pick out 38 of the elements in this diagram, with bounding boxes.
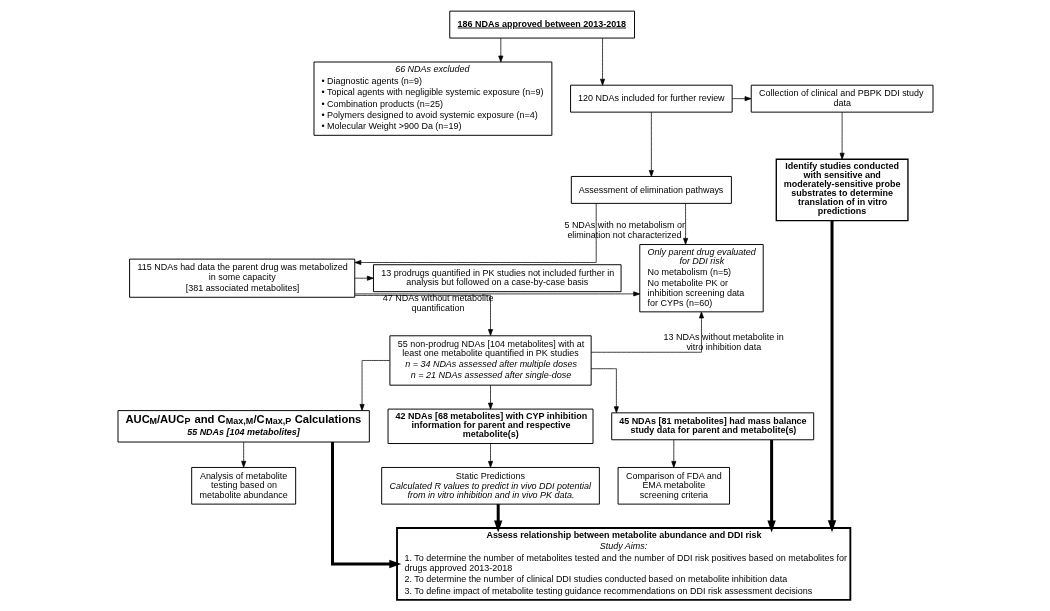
arrow (487, 443, 493, 468)
arrow (648, 111, 654, 177)
arrow (670, 439, 676, 468)
arrow (827, 220, 836, 533)
node-box: Assess relationship between metabolite abundance and DDI risk Study Aims: 1. To determine the number of metabolites tested and the number of DDI risk positives based on metabolites for drugs approved 2013-2018 2. To determine the number of clinical DDI studies conducted based on metabolite inhibition data 3. To define impact of metabolite testing guidance recommendations on DDI risk assessment decisions (395, 527, 851, 601)
node-box: Collection of clinical and PBPK DDI study data (750, 84, 933, 113)
arrow (353, 291, 640, 297)
node-box: Analysis of metabolite testing based on metabolite abundance (190, 466, 296, 505)
arrow (766, 440, 776, 533)
arrow (590, 368, 619, 414)
node-box: Only parent drug evaluated for DDI risk No metabolism (n=5) No metabolite PK or inhibition screening data for CYPs (n=60) (638, 244, 764, 313)
arrow (839, 111, 845, 160)
edge-label: 5 NDAs with no metabolism or elimination not characterized (563, 220, 685, 240)
node-box: 186 NDAs approved between 2013-2018 (448, 10, 635, 39)
arrow (497, 37, 503, 63)
arrow (240, 441, 246, 468)
arrow (353, 275, 374, 281)
node-box: Static Predictions Calculated R values to predict in vivo DDI potential from in vitro inhibition and in vivo PK data. (380, 466, 600, 505)
arrow (359, 360, 390, 411)
node-box: Comparison of FDA and EMA metabolite screening criteria (617, 466, 730, 505)
node-box: 45 NDAs [81 metabolites] had mass balance study data for parent and metabolite(s) (610, 412, 814, 441)
node-box: 66 NDAs excluded • Diagnostic agents (n=9) • Topical agents with negligible systemic exposure (n=9) • Combination products (n=25) • Polymers designed to avoid systemic exposure (n=4) • Molecular Weight >900 Da (n=19) (313, 61, 552, 136)
arrow (354, 203, 597, 265)
node-box: 55 non-prodrug NDAs [104 metabolites] with at least one metabolite quantified in PK studies n = 34 NDAs assessed after multiple doses n = 21 NDAs assessed after single-dose (388, 335, 592, 386)
arrow (682, 203, 688, 245)
arrow (330, 442, 401, 569)
node-box: 13 prodrugs quantified in PK studies not included further in analysis but followed on a case-by-case basis (372, 264, 622, 293)
node-box: 42 NDAs [68 metabolites] with CYP inhibition information for parent and respective metabolite(s) (387, 408, 593, 444)
arrow (354, 295, 493, 336)
arrow (493, 504, 502, 533)
node-box: 120 NDAs included for further review (569, 84, 733, 113)
arrow (487, 384, 493, 410)
arrow (590, 311, 704, 353)
node-box: 115 NDAs had data the parent drug was metabolized in some capacity [381 associated metabolites] (128, 258, 355, 298)
arrow (599, 37, 605, 86)
node-box: Identify studies conducted with sensitive and moderately-sensitive probe substrates to determine translation of in vitro predictions (775, 158, 909, 222)
node-box: Assessment of elimination pathways (570, 175, 732, 204)
arrow (731, 96, 751, 102)
